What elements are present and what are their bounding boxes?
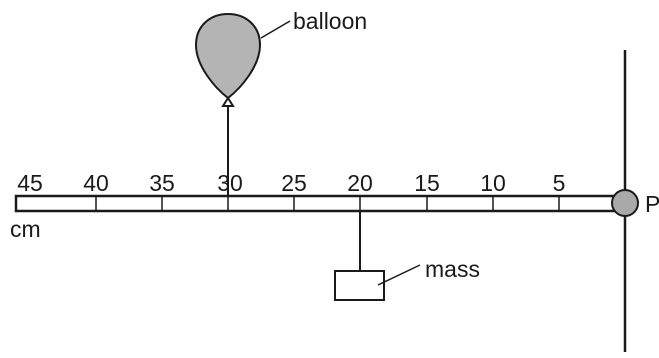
- mass-block: [334, 270, 385, 301]
- pivot-label: P: [645, 191, 659, 217]
- ruler-label-20: 20: [347, 170, 373, 196]
- ruler-label-35: 35: [149, 170, 175, 196]
- ruler-label-15: 15: [414, 170, 440, 196]
- ruler-ticks: [95, 196, 560, 211]
- mass-label: mass: [425, 256, 480, 282]
- ruler-label-45: 45: [17, 170, 43, 196]
- balloon-knot: [221, 96, 235, 107]
- ruler-label-10: 10: [480, 170, 506, 196]
- pivot-circle: [611, 189, 639, 217]
- mass-leader-line: [377, 264, 421, 286]
- ruler-label-40: 40: [83, 170, 109, 196]
- balloon-label: balloon: [293, 8, 367, 34]
- metre-rule: [14, 194, 627, 213]
- ruler-label-25: 25: [281, 170, 307, 196]
- unit-label: cm: [10, 216, 41, 242]
- ruler-label-30: 30: [217, 170, 243, 196]
- balloon-body: [194, 12, 262, 100]
- ruler-label-5: 5: [553, 170, 566, 196]
- ruler-scale-labels: 45 40 35 30 25 20 15 10 5: [17, 170, 565, 196]
- balloon-leader-line: [260, 20, 291, 39]
